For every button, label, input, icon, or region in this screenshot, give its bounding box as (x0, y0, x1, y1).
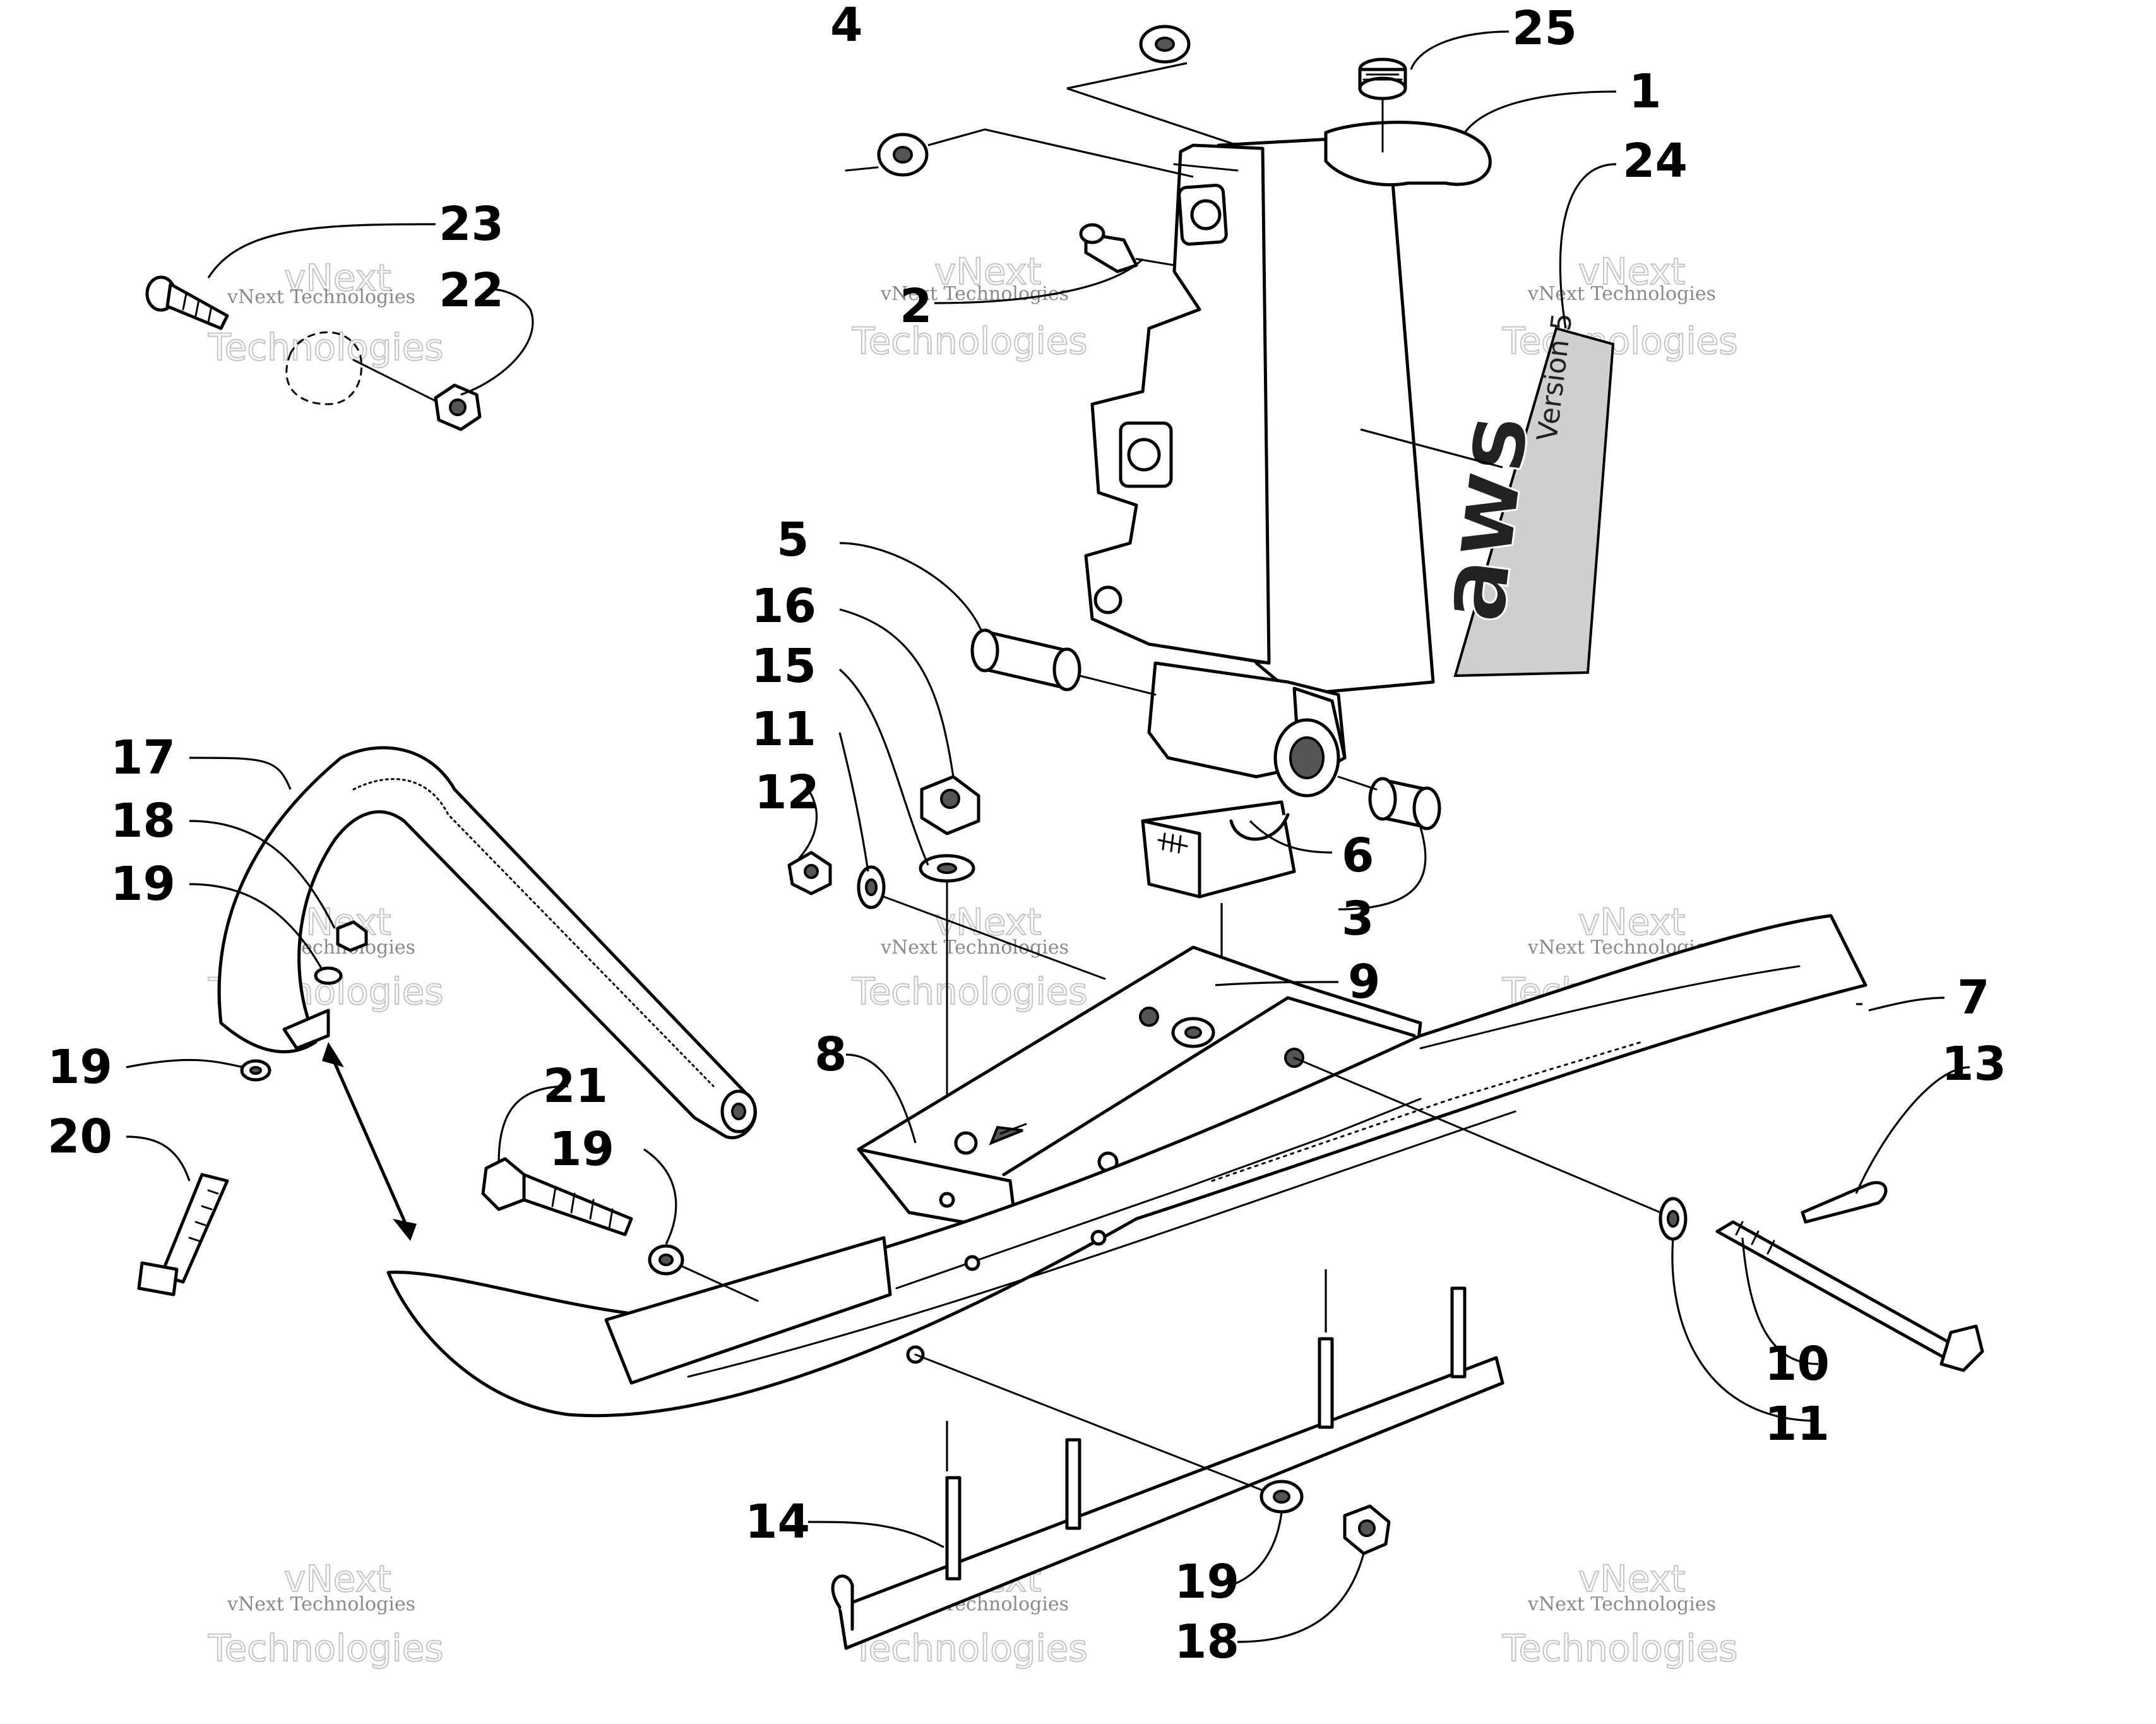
washer-19d (914, 1353, 1304, 1514)
washer-19c (240, 1059, 271, 1082)
callout-24: 24 (1623, 134, 1688, 188)
nut-18a (336, 920, 368, 952)
decal-logo-text: aws (1416, 409, 1551, 628)
callout-11: 11 (751, 702, 816, 757)
nut-22 (352, 359, 482, 431)
callout-19-b: 19 (549, 1122, 614, 1176)
watermark-big-top: vNext (284, 1557, 391, 1600)
bolt-23 (145, 275, 229, 330)
watermark-big-bottom: Technologies (852, 1627, 1088, 1670)
callout-3: 3 (1342, 892, 1374, 946)
callout-2: 2 (900, 279, 932, 333)
watermark-big-bottom: Technologies (852, 970, 1088, 1013)
watermark-text: vNext Technologies (1527, 1593, 1716, 1615)
spindle-cap (1358, 57, 1407, 153)
callout-15: 15 (751, 639, 816, 693)
ski-loop (217, 746, 757, 1140)
watermark-bottom-left: vNext Technologies vNext Technologies (207, 1557, 444, 1670)
callout-14: 14 (745, 1495, 810, 1549)
washer-19b (648, 1244, 759, 1302)
washer-19a (314, 966, 343, 985)
watermark-big-top: vNext (1578, 250, 1685, 293)
nut-16 (920, 775, 980, 835)
watermark-big-bottom: Technologies (1502, 320, 1738, 362)
bolt-21 (481, 1157, 633, 1236)
callout-17: 17 (110, 731, 176, 785)
callout-20: 20 (47, 1110, 112, 1164)
callout-13: 13 (1941, 1037, 2006, 1091)
callout-10: 10 (1765, 1337, 1830, 1391)
watermark-big-top: vNext (1578, 1557, 1685, 1600)
watermark-text: vNext Technologies (227, 286, 415, 308)
callout-12: 12 (754, 765, 819, 820)
watermark-bottom-center: vNext Technologies vNext Technologies (851, 1557, 1088, 1670)
sleeve-3 (1337, 775, 1441, 830)
callout-23: 23 (439, 197, 504, 251)
callout-11-b: 11 (1765, 1397, 1830, 1451)
washer-15 (919, 854, 975, 1176)
callout-19-d: 19 (1174, 1555, 1239, 1609)
decal: aws Version 5 (1360, 311, 1615, 678)
rubber-block (1141, 800, 1296, 960)
callout-4: 4 (830, 0, 863, 52)
cotter-pin-13 (1801, 1181, 1888, 1224)
callout-6: 6 (1342, 829, 1374, 883)
callout-9: 9 (1348, 955, 1381, 1009)
ski (386, 914, 1867, 1418)
watermark-big-bottom: Technologies (208, 1627, 444, 1670)
callout-19-c: 19 (47, 1040, 112, 1094)
callout-16: 16 (751, 579, 816, 633)
grease-fitting (1079, 223, 1176, 273)
watermark-mid-center: vNext Technologies vNext Technologies (851, 900, 1088, 1014)
washer-9 (1171, 1017, 1215, 1048)
watermark-text: vNext Technologies (227, 1593, 415, 1615)
watermark-text: vNext Technologies (880, 937, 1069, 959)
callout-19: 19 (110, 857, 176, 911)
watermark-top-center: vNext Technologies vNext Technologies (851, 249, 1088, 363)
bolt-20 (137, 1173, 229, 1296)
bolt-10 (1715, 1220, 1984, 1372)
callout-21: 21 (543, 1059, 608, 1113)
bracket-dashed (285, 331, 363, 405)
bushing-left (845, 133, 929, 177)
callout-18: 18 (110, 794, 176, 848)
callout-5: 5 (777, 513, 809, 567)
watermark-bottom-right: vNext Technologies vNext Technologies (1501, 1557, 1739, 1670)
watermark-big-top: vNext (934, 250, 1041, 293)
watermark-text: vNext Technologies (1527, 283, 1716, 305)
sleeve-5 (970, 628, 1157, 696)
washer-11a (857, 865, 1106, 980)
callout-18-b: 18 (1174, 1615, 1239, 1669)
callout-8: 8 (814, 1027, 847, 1082)
callout-22: 22 (439, 263, 504, 318)
wear-bar (831, 1269, 1504, 1650)
watermark-top-left: vNext Technologies vNext Technologies (207, 256, 444, 369)
watermark-top-right: vNext Technologies vNext Technologies (1501, 249, 1739, 363)
watermark-big-bottom: Technologies (1502, 1627, 1738, 1670)
spindle-housing (1084, 121, 1492, 798)
watermark-big-bottom: Technologies (852, 320, 1088, 362)
nut-12 (787, 851, 832, 895)
leader-lines (126, 30, 1970, 1643)
callout-7: 7 (1957, 971, 1990, 1025)
callout-25: 25 (1512, 1, 1577, 56)
callouts: 4 25 1 24 23 22 2 5 16 15 11 12 6 3 17 1… (47, 0, 2006, 1669)
watermark-big-top: vNext (284, 256, 391, 299)
callout-1: 1 (1629, 64, 1662, 119)
bushing-top (1139, 25, 1191, 64)
watermark-big-top: vNext (1578, 901, 1685, 943)
nut-18b (1343, 1504, 1391, 1555)
